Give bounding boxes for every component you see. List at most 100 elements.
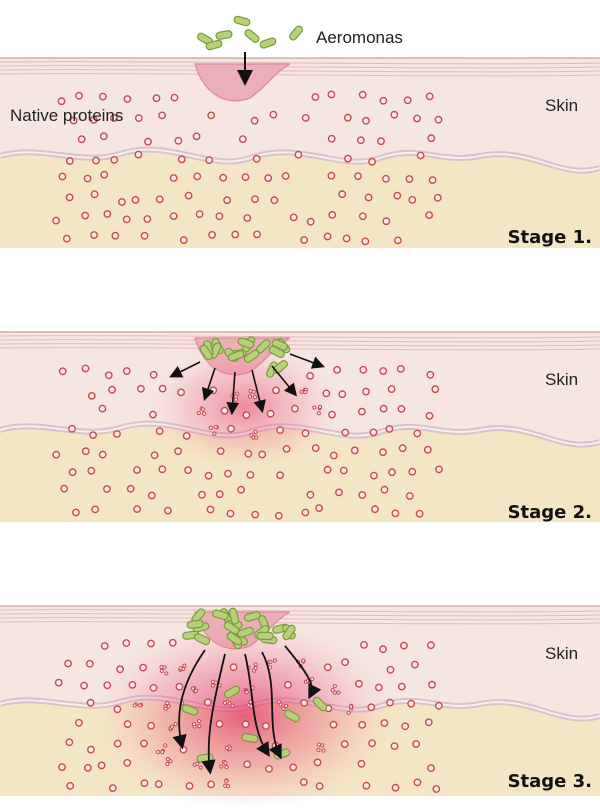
native-protein [301,429,310,438]
native-protein [434,701,443,710]
native-protein [379,367,388,375]
native-protein [205,156,214,165]
native-protein [72,508,80,517]
native-protein [358,491,367,499]
native-protein [413,778,422,787]
stage-2-label: Stage 2. [507,502,592,523]
native-protein [246,470,255,479]
native-protein [343,154,352,163]
native-protein [87,466,96,475]
native-protein [219,173,228,182]
native-protein [84,764,92,772]
native-protein [126,484,135,493]
native-protein [168,638,177,647]
native-protein [103,210,112,218]
native-protein [403,96,412,105]
native-protein [327,90,336,99]
native-protein [52,216,60,225]
native-protein [416,151,425,160]
native-protein [339,466,348,475]
native-protein [86,698,95,707]
native-protein [426,641,435,650]
native-protein [276,426,284,434]
native-protein [81,447,90,456]
native-protein [289,213,298,222]
deep-spread-arrow [201,653,226,775]
protein-fragment [222,699,235,708]
native-protein [99,132,108,141]
stage-2-panel [0,331,600,522]
skin-stratum-line [0,73,600,77]
native-protein [252,154,261,163]
aeromonas-bacterium [233,15,251,27]
native-protein [118,198,126,206]
native-protein [123,758,132,767]
native-protein [90,190,99,199]
aeromonas-bacterium [215,30,233,40]
native-protein [390,742,399,750]
native-protein [140,779,149,788]
native-protein [133,505,142,513]
native-protein [329,720,338,729]
spread-arrow [201,367,216,402]
native-protein [385,425,394,433]
native-protein [311,444,320,452]
skin-label-stage-3: Skin [545,644,579,663]
native-protein [328,410,336,419]
native-protein [354,172,362,181]
native-protein [382,217,391,226]
native-protein [77,135,86,144]
native-protein [380,485,389,494]
native-protein [435,465,443,474]
protein-fragment [276,699,289,711]
native-protein [98,404,107,413]
native-protein [58,172,67,181]
native-protein [369,428,378,437]
native-protein [140,231,149,240]
native-protein [58,763,66,771]
native-protein [175,682,184,691]
protein-fragment [168,721,178,732]
native-protein [428,680,436,689]
native-protein [432,785,441,793]
native-protein [134,150,143,159]
aeromonas-bacterium [186,619,204,629]
skin-stratum-line [0,347,600,351]
native-protein [207,780,216,789]
native-protein [431,385,440,394]
native-protein [413,429,422,438]
native-protein [150,451,159,460]
native-protein [299,778,308,786]
native-protein [413,114,421,123]
stage-3-panel [0,605,600,809]
skin-stratum-line [0,339,600,343]
native-protein [350,446,359,455]
native-protein [379,404,388,413]
aeromonas-bacterium [259,37,277,49]
native-protein [362,781,371,790]
native-protein [229,663,238,672]
aeromonas-bacterium [241,733,259,743]
skin-stratum-line [0,617,600,621]
native-protein [179,745,188,754]
native-protein [68,424,76,433]
native-protein [215,720,224,728]
protein-fragment [191,718,202,729]
native-protein [207,111,216,120]
native-protein [393,236,402,245]
native-protein [379,448,387,457]
native-protein [329,451,338,460]
native-protein [367,703,376,712]
native-protein [158,384,167,393]
native-protein [282,444,291,453]
native-protein [306,217,315,226]
aeromonas-bacterium [237,337,255,349]
native-protein [123,95,132,103]
native-protein [251,510,260,519]
aeromonas-bacterium [193,633,211,646]
protein-fragment [219,759,229,770]
aeromonas-bacterium [284,709,300,723]
deep-spread-arrow [284,645,322,700]
native-protein [386,665,395,674]
